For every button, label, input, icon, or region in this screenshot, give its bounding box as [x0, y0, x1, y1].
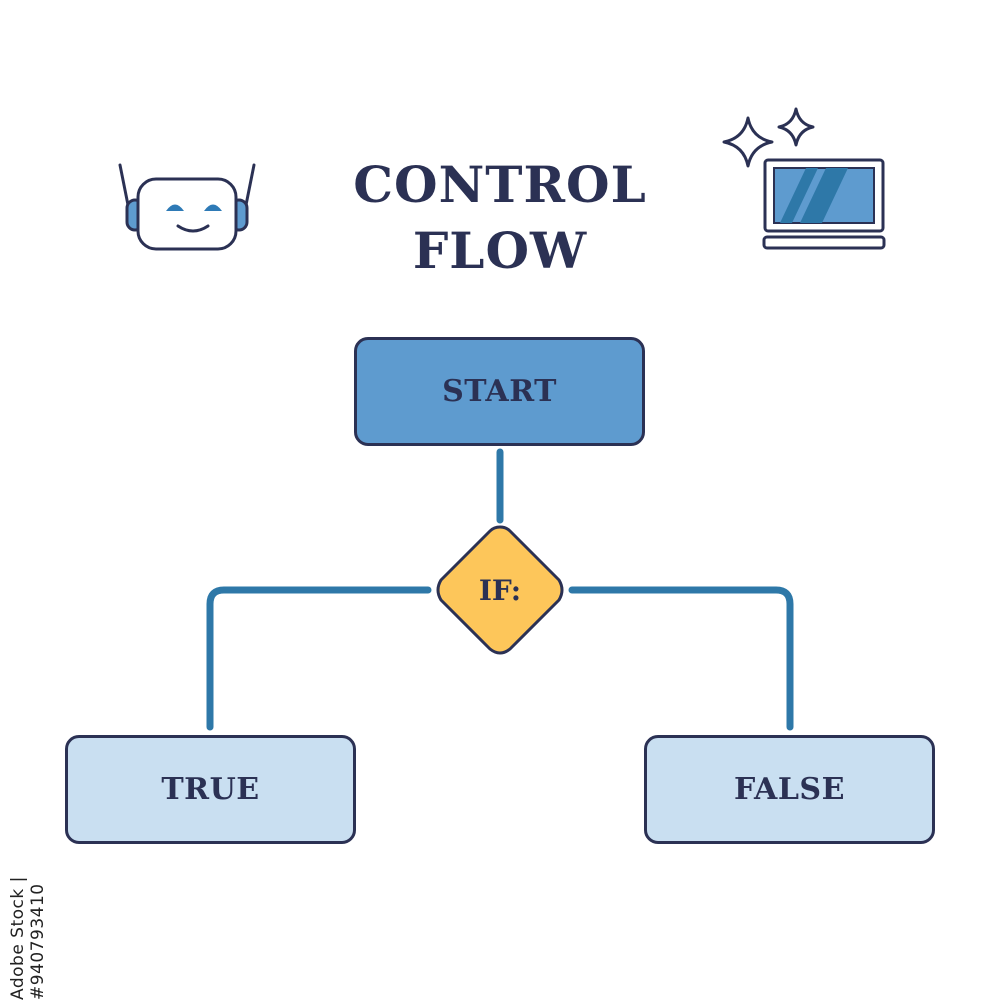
true-node-label: TRUE	[161, 772, 260, 807]
diagram-title: CONTROL FLOW	[300, 152, 700, 284]
connector-decision-to-true	[206, 586, 432, 731]
start-node: START	[354, 337, 645, 446]
true-node: TRUE	[65, 735, 356, 844]
title-line-2: FLOW	[412, 221, 588, 280]
connector-decision-to-false	[568, 586, 794, 731]
title-line-1: CONTROL	[353, 155, 647, 214]
false-node: FALSE	[644, 735, 935, 844]
decision-diamond	[436, 525, 564, 655]
stock-watermark: Adobe Stock | #940793410	[8, 876, 48, 1000]
false-node-label: FALSE	[734, 772, 845, 807]
decision-node-label: IF:	[478, 573, 522, 607]
start-node-label: START	[442, 374, 557, 409]
